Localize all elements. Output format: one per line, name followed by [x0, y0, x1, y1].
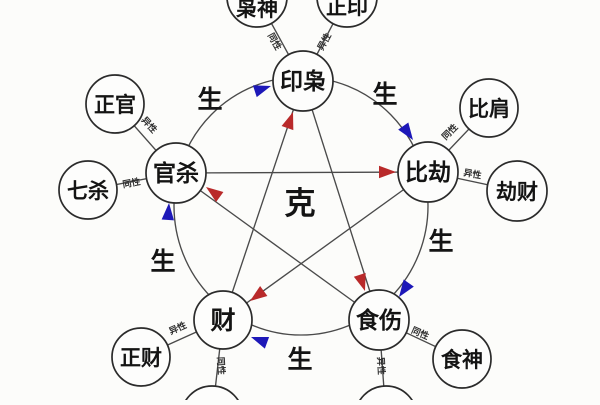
node-zhengyin — [316, 0, 378, 28]
sheng-label-top-right: 生 — [372, 80, 397, 109]
node-bottom-left-cut — [182, 385, 242, 405]
node-label-zhengyin: 正印 — [326, 0, 368, 19]
node-zhengguan — [85, 74, 145, 134]
node-label-xiaoshen: 枭神 — [235, 0, 278, 21]
relation-label-zhengcai: 异性 — [167, 319, 188, 337]
ke-line-yinxiao-shishang — [302, 80, 380, 321]
ke-arrow-to-yinxiao — [281, 112, 294, 131]
node-label-jiecai: 劫财 — [496, 180, 538, 204]
sheng-arrow-to-shishang — [399, 279, 414, 297]
node-label-zhengguan: 正官 — [94, 93, 136, 117]
sheng-label-top-left: 生 — [197, 85, 222, 114]
relation-label-zhengyin: 异性 — [315, 31, 334, 53]
ke-arrow-to-guansha — [206, 187, 224, 203]
node-cai — [193, 290, 253, 350]
node-label-guansha: 官杀 — [153, 160, 199, 187]
node-label-yinxiao: 印枭 — [280, 68, 326, 95]
node-zhengcai — [111, 327, 171, 387]
sheng-arrow-to-bijie — [398, 122, 413, 140]
node-label-zhengcai: 正财 — [120, 346, 162, 370]
node-label-cai: 财 — [210, 306, 235, 335]
sheng-label-left: 生 — [150, 247, 175, 276]
relation-label-bottom-right: 异性 — [375, 357, 388, 376]
node-label-bijian: 比肩 — [468, 97, 510, 121]
node-xiaoshen — [226, 0, 288, 28]
relation-label-jiecai: 异性 — [463, 167, 483, 182]
node-bottom-right-cut — [356, 385, 416, 405]
ke-center-label: 克 — [285, 186, 316, 222]
relation-label-bijian: 同性 — [439, 121, 460, 142]
node-shishen — [432, 329, 492, 389]
sheng-arrow-to-guansha — [161, 203, 174, 221]
relation-label-shishen: 同性 — [410, 324, 431, 342]
node-label-bijie: 比劫 — [405, 160, 451, 186]
ke-arrow-to-bijie — [379, 165, 396, 179]
sheng-label-right: 生 — [428, 227, 453, 256]
relation-label-qisha: 同性 — [122, 176, 142, 191]
relation-label-bottom-left: 同性 — [215, 357, 228, 376]
relation-label-zhengguan: 异性 — [139, 114, 160, 135]
node-label-qisha: 七杀 — [67, 179, 109, 203]
sheng-arrow-to-yinxiao — [252, 85, 271, 98]
node-guansha — [145, 142, 207, 204]
ke-arrow-to-cai — [250, 285, 268, 301]
node-qisha — [58, 160, 118, 220]
node-jiecai — [486, 160, 548, 222]
node-label-shishen: 食神 — [441, 348, 483, 372]
ke-line-shishang-guansha — [175, 172, 380, 321]
sheng-arrow-to-cai — [251, 336, 270, 349]
ke-arrow-to-shishang — [353, 272, 366, 291]
sheng-label-bottom: 生 — [287, 345, 312, 374]
node-bijian — [459, 78, 519, 138]
node-yinxiao — [272, 50, 334, 112]
node-bijie — [397, 141, 459, 203]
node-shishang — [348, 289, 410, 351]
node-label-shishang: 食伤 — [356, 307, 402, 334]
